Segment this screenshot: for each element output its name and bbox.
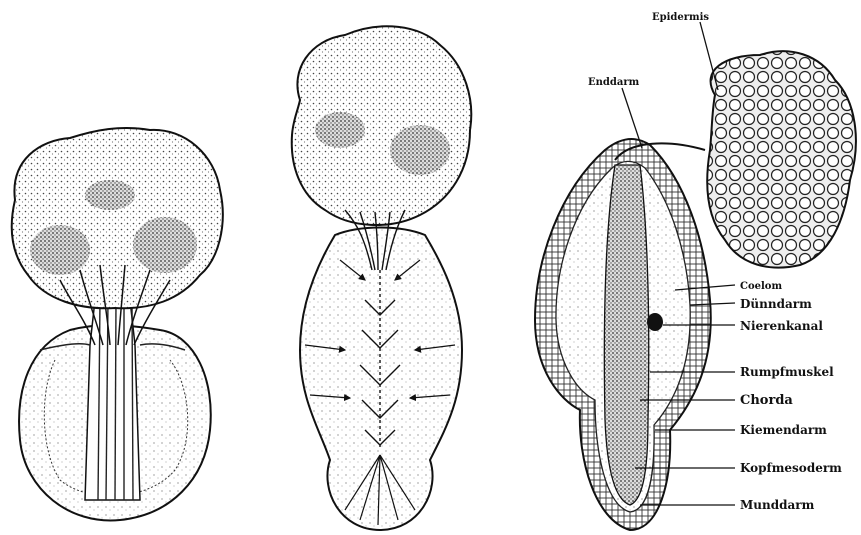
fig3-gut-column [604, 165, 648, 505]
label-nierenkanal: Nierenkanal [740, 319, 823, 333]
label-duenndarm: Dünndarm [740, 297, 812, 311]
label-chorda: Chorda [740, 393, 793, 408]
figure-exogastrula-early [12, 128, 223, 520]
label-kiemendarm: Kiemendarm [740, 423, 827, 437]
fig3-nierenkanal-blob [647, 313, 663, 331]
label-rumpfmuskel: Rumpfmuskel [740, 365, 834, 379]
fig2-lower-body [300, 228, 462, 531]
figure-exogastrula-elongated [292, 26, 471, 530]
label-coelom: Coelom [740, 281, 782, 292]
label-enddarm: Enddarm [588, 77, 640, 88]
fig1-cap [12, 128, 223, 308]
label-epidermis: Epidermis [652, 12, 709, 23]
fig3-epidermis-mass [707, 51, 856, 267]
figure-exogastrula-sectioned [535, 51, 856, 530]
label-kopfmesoderm: Kopfmesoderm [740, 461, 842, 475]
label-munddarm: Munddarm [740, 498, 815, 512]
